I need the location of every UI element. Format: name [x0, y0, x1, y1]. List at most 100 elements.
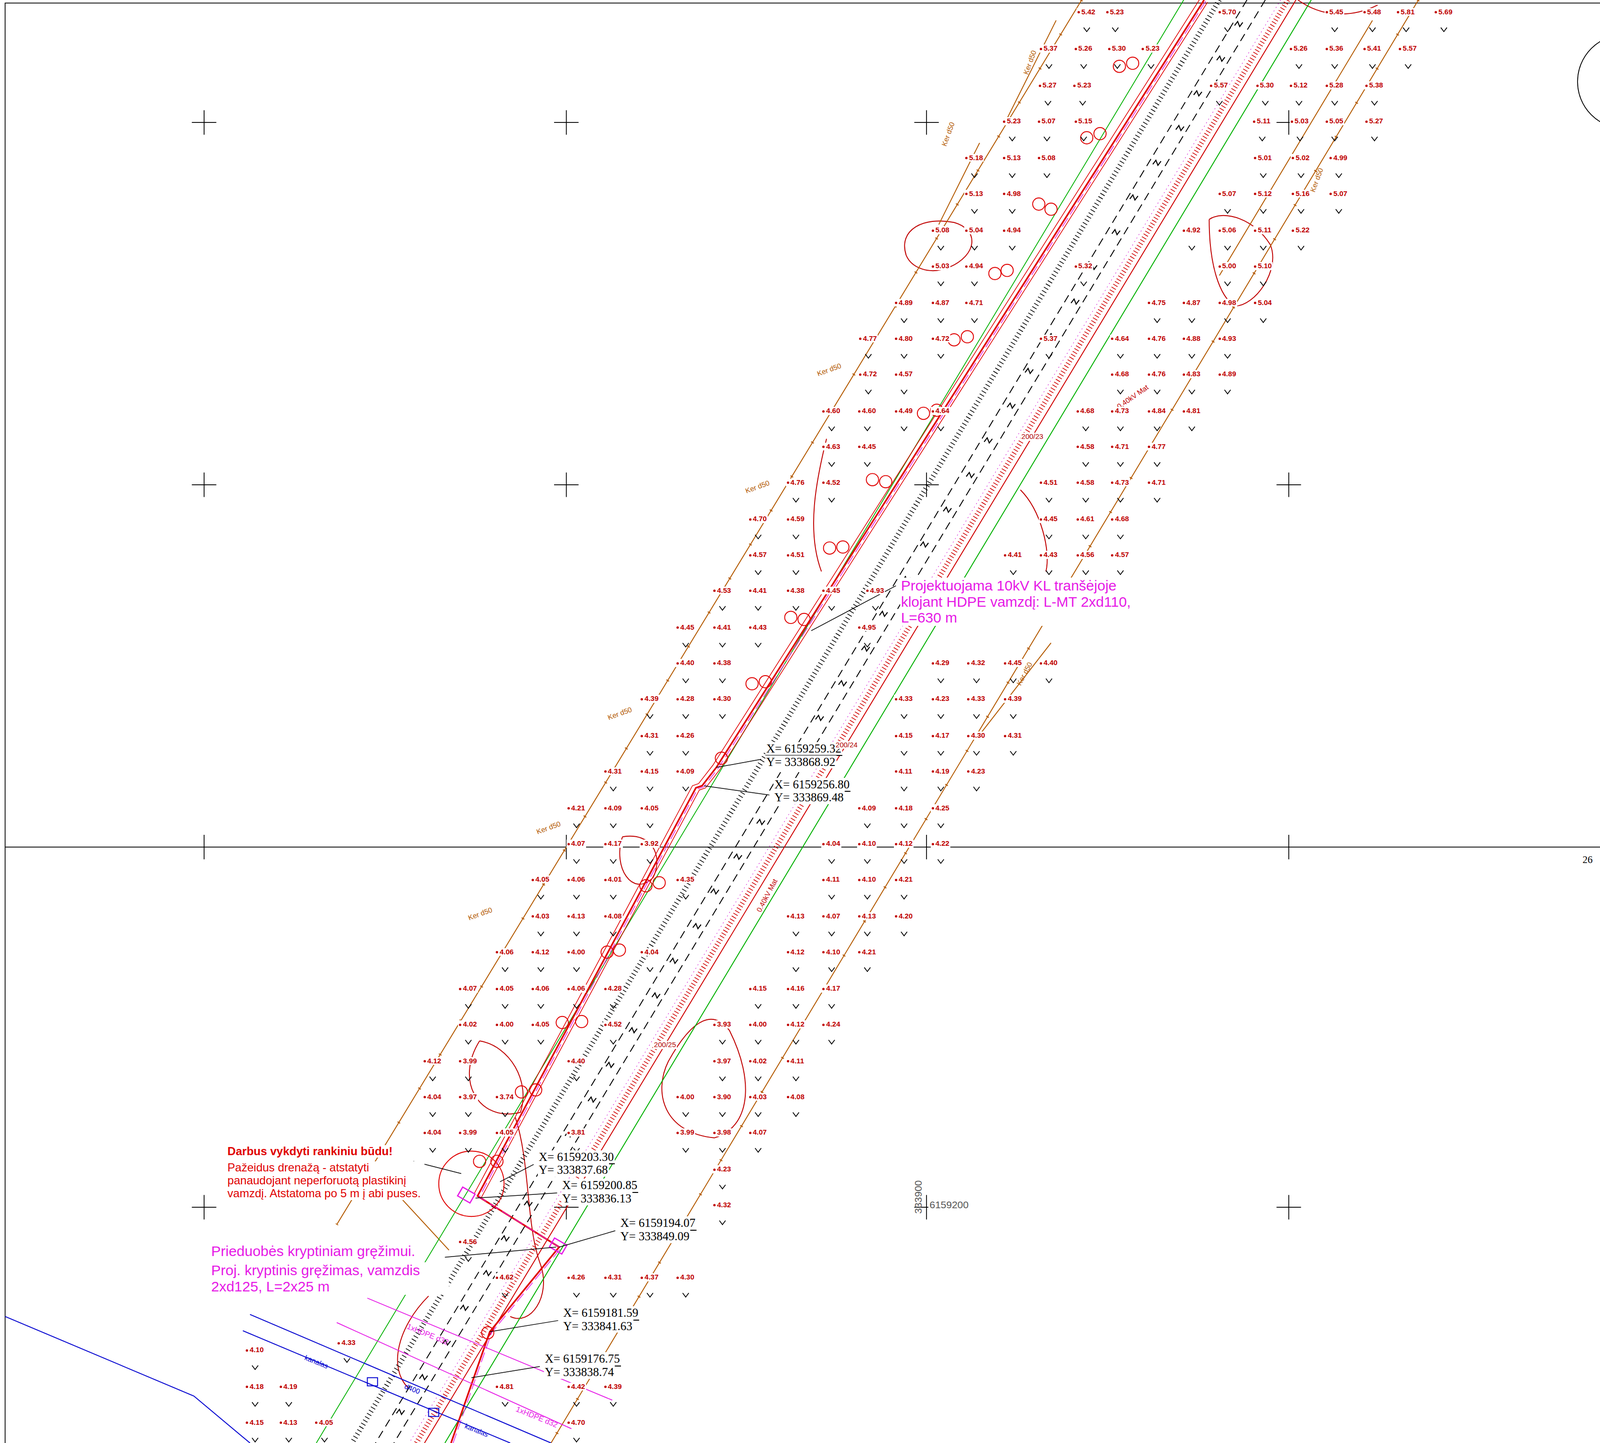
vegetation-mark	[1224, 27, 1231, 33]
spot-elevation: 4.10	[821, 947, 841, 957]
spot-elevation: 3.99	[457, 1056, 478, 1066]
channel-label: kanalas	[462, 1421, 491, 1439]
spot-elevation: 4.06	[530, 984, 551, 993]
spot-elevation: 4.07	[566, 839, 587, 848]
spot-elevation: 4.40	[675, 658, 696, 667]
spot-elevation: 4.81	[494, 1382, 515, 1391]
vegetation-mark	[1147, 64, 1154, 69]
vegetation-mark	[1082, 462, 1089, 467]
spot-elevation: 5.18	[964, 153, 984, 163]
spot-elevation: 5.07	[1217, 189, 1238, 198]
vegetation-mark	[1295, 100, 1303, 106]
vegetation-mark	[1369, 27, 1376, 33]
spot-elevation: 5.22	[1290, 226, 1311, 235]
spot-elevation: 4.62	[494, 1273, 515, 1282]
drilling-pit	[457, 1186, 476, 1203]
vegetation-mark	[872, 606, 879, 611]
spot-elevation: 4.98	[1001, 189, 1022, 198]
spot-elevation: 4.72	[930, 334, 951, 343]
spot-elevation: 3.90	[712, 1092, 732, 1101]
vegetation-mark	[793, 606, 800, 611]
spot-elevation: 5.08	[1036, 153, 1057, 163]
vegetation-mark	[1010, 751, 1017, 756]
cable-route	[450, 0, 1208, 1443]
spot-elevation: 4.10	[857, 839, 877, 848]
contour-line	[397, 0, 1378, 1388]
road-hatch	[1193, 90, 1202, 97]
spot-elevation: 4.17	[930, 731, 951, 740]
vegetation-mark	[901, 894, 908, 900]
vegetation-mark	[682, 678, 689, 683]
spot-elevation: 5.28	[1324, 81, 1345, 90]
spot-elevation: 4.41	[748, 586, 768, 595]
vegetation-mark	[864, 462, 871, 467]
channel	[250, 1314, 552, 1443]
spot-elevation: 4.20	[893, 912, 914, 921]
cable-marker	[653, 876, 666, 889]
spot-elevation: 4.00	[566, 947, 587, 957]
vegetation-mark	[1117, 498, 1124, 503]
spot-elevation: 4.83	[1181, 370, 1202, 379]
channel-label: d400	[402, 1382, 423, 1396]
spot-elevation: 4.18	[893, 804, 914, 813]
vegetation-mark	[1045, 534, 1053, 539]
spot-elevation: 4.06	[566, 984, 587, 993]
spot-elevation: 4.39	[603, 1382, 623, 1391]
vegetation-mark	[465, 1147, 472, 1153]
vegetation-mark	[1296, 136, 1304, 142]
spot-elevation: 4.33	[336, 1338, 357, 1347]
spot-elevation: 5.57	[1208, 81, 1229, 90]
vegetation-mark	[537, 967, 545, 972]
vegetation-mark	[646, 823, 654, 828]
vegetation-mark	[973, 714, 980, 719]
spot-elevation: 4.05	[639, 804, 660, 813]
vegetation-mark	[719, 1220, 726, 1225]
spot-elevation: 4.51	[785, 550, 806, 559]
spot-elevation: 4.31	[1002, 731, 1023, 740]
spot-elevation: 4.84	[1146, 406, 1167, 415]
vegetation-mark	[646, 714, 654, 719]
spot-elevation: 4.45	[675, 623, 696, 632]
channel	[367, 1377, 378, 1386]
vegetation-mark	[901, 786, 908, 792]
vegetation-mark	[573, 1437, 580, 1442]
cable-marker	[823, 541, 837, 555]
vegetation-mark	[719, 606, 726, 611]
spot-elevation: 4.13	[278, 1418, 299, 1427]
cable-marker	[575, 1015, 588, 1028]
vegetation-mark	[755, 1003, 762, 1009]
vegetation-mark	[573, 931, 580, 937]
vegetation-mark	[937, 354, 945, 359]
vegetation-mark	[1188, 354, 1196, 359]
spot-elevation: 5.37	[1038, 44, 1059, 53]
road-edge	[393, 0, 1266, 1443]
vegetation-mark	[1117, 534, 1124, 539]
vegetation-mark	[537, 894, 545, 900]
vegetation-mark	[573, 1292, 580, 1297]
cable-marker	[917, 407, 930, 420]
spot-elevation: 4.30	[675, 1273, 696, 1282]
spot-elevation: 4.40	[566, 1056, 587, 1066]
contour-line	[1020, 489, 1048, 572]
vegetation-mark	[1117, 426, 1124, 431]
leader-line	[716, 759, 762, 768]
warning-note: Pažeidus drenažą - atstatyti panaudojant…	[226, 1161, 425, 1200]
vegetation-mark	[1297, 173, 1305, 178]
vegetation-mark	[609, 894, 617, 900]
vegetation-mark	[864, 426, 871, 431]
drain-label: Ker d50	[605, 705, 634, 722]
cable-marker	[988, 267, 1002, 280]
vegetation-mark	[901, 823, 908, 828]
vegetation-mark	[1117, 570, 1124, 575]
drain-label: Ker d50	[1308, 165, 1326, 195]
spot-elevation: 4.04	[422, 1128, 443, 1137]
vegetation-mark	[1080, 136, 1088, 142]
sheet-frame	[5, 2, 1600, 1443]
spot-elevation: 4.42	[566, 1382, 587, 1391]
road-hatch	[652, 992, 661, 999]
spot-elevation: 4.19	[278, 1382, 299, 1391]
spot-elevation: 4.72	[858, 370, 878, 379]
spot-elevation: 4.89	[893, 298, 914, 307]
vegetation-mark	[901, 751, 908, 756]
spot-elevation: 5.12	[1288, 81, 1309, 90]
